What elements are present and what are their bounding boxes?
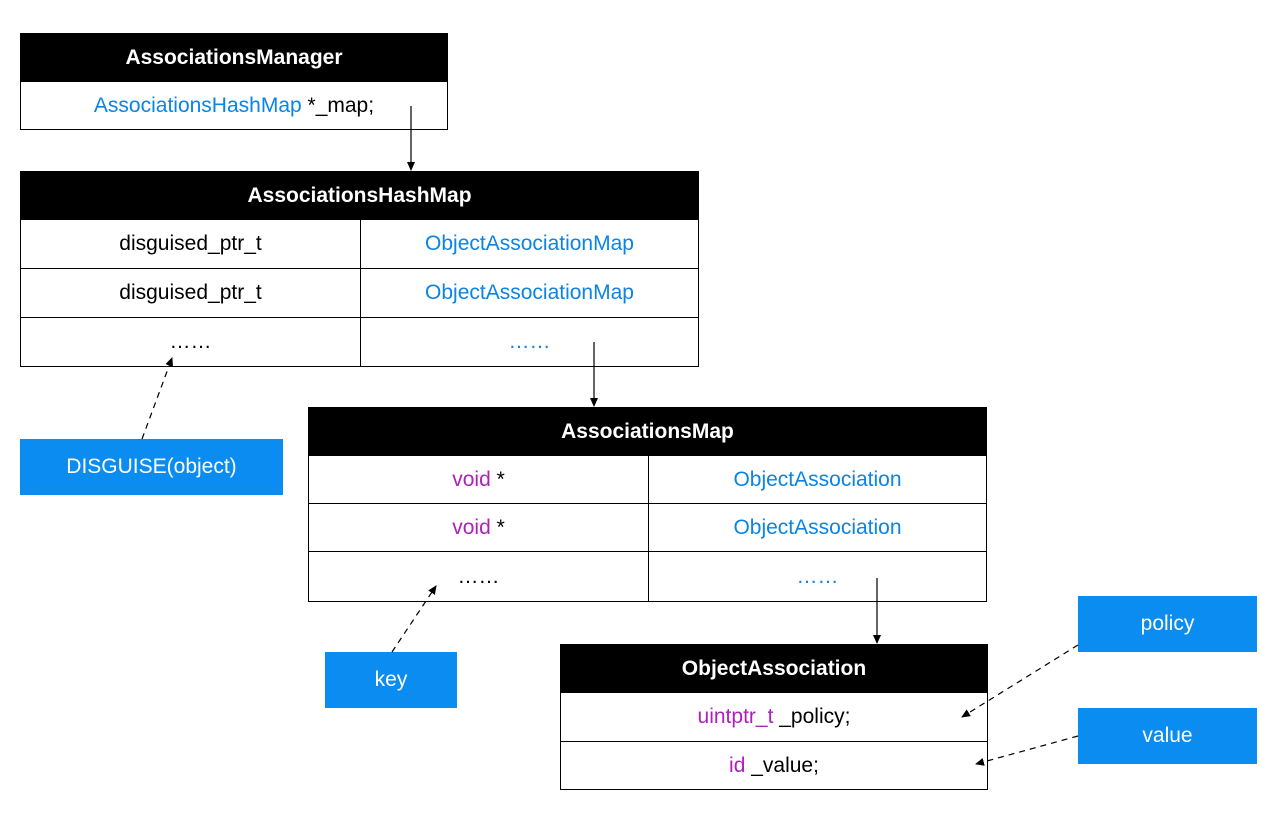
associations-manager-header: AssociationsManager — [20, 33, 448, 82]
object-association-header: ObjectAssociation — [560, 644, 988, 693]
hash-map-key-cell: disguised_ptr_t — [119, 281, 262, 304]
policy-field: uintptr_t _policy; — [561, 693, 987, 741]
associations-manager-title: AssociationsManager — [125, 45, 343, 69]
associations-map-row: …… …… — [308, 552, 987, 602]
value-badge: value — [1078, 708, 1257, 764]
disguise-dashed-arrow — [141, 357, 173, 440]
associations-map-row: void * ObjectAssociation — [308, 456, 987, 504]
hash-map-key-cell: disguised_ptr_t — [119, 232, 262, 255]
key-type: void — [452, 515, 491, 539]
associations-hash-map-header: AssociationsHashMap — [20, 171, 699, 220]
associations-map-value-cell: ObjectAssociation — [648, 504, 986, 551]
key-badge: key — [325, 652, 457, 708]
key-type: void — [452, 467, 491, 491]
associations-hash-map-table: AssociationsHashMap disguised_ptr_t Obje… — [20, 171, 699, 367]
policy-badge: policy — [1078, 596, 1257, 652]
associations-manager-row: AssociationsHashMap *_map; — [20, 82, 448, 130]
key-dashed-arrow — [391, 585, 437, 653]
hash-map-row: …… …… — [20, 318, 699, 367]
value-field: id _value; — [561, 742, 987, 789]
associations-map-value-ellipsis: …… — [648, 552, 986, 601]
associations-hash-map-title: AssociationsHashMap — [247, 183, 472, 207]
associations-manager-table: AssociationsManager AssociationsHashMap … — [20, 33, 448, 130]
key-suffix: …… — [457, 564, 500, 588]
associations-map-row: void * ObjectAssociation — [308, 504, 987, 552]
policy-type: uintptr_t — [697, 705, 774, 728]
object-association-value-row: id _value; — [560, 742, 988, 790]
associations-map-key-ellipsis: …… — [309, 552, 648, 601]
map-field-name: *_map; — [301, 93, 375, 117]
hash-map-value-cell: ObjectAssociationMap — [360, 220, 698, 268]
hash-map-value-cell: ObjectAssociationMap — [360, 269, 698, 317]
policy-name: _policy; — [773, 705, 851, 728]
associations-map-header: AssociationsMap — [308, 407, 987, 456]
associations-map-title: AssociationsMap — [561, 419, 734, 443]
value-name: _value; — [745, 753, 819, 777]
value-dashed-arrow — [975, 735, 1079, 766]
object-association-title: ObjectAssociation — [681, 656, 867, 680]
disguise-object-badge: DISGUISE(object) — [20, 439, 283, 495]
key-suffix: * — [490, 467, 505, 491]
hash-map-row: disguised_ptr_t ObjectAssociationMap — [20, 220, 699, 269]
associations-map-table: AssociationsMap void * ObjectAssociation… — [308, 407, 987, 602]
hash-map-value-ellipsis: …… — [360, 318, 698, 366]
hash-map-key-ellipsis: …… — [169, 330, 212, 353]
object-association-policy-row: uintptr_t _policy; — [560, 693, 988, 742]
hash-map-row: disguised_ptr_t ObjectAssociationMap — [20, 269, 699, 318]
associations-map-key-cell: void * — [309, 504, 648, 551]
associations-manager-field: AssociationsHashMap *_map; — [21, 82, 447, 129]
associations-map-key-cell: void * — [309, 456, 648, 503]
map-field-type: AssociationsHashMap — [93, 93, 302, 117]
policy-dashed-arrow — [961, 644, 1079, 718]
associations-map-value-cell: ObjectAssociation — [648, 456, 986, 503]
key-suffix: * — [490, 515, 505, 539]
value-type: id — [729, 753, 746, 777]
object-association-table: ObjectAssociation uintptr_t _policy; id … — [560, 644, 988, 790]
